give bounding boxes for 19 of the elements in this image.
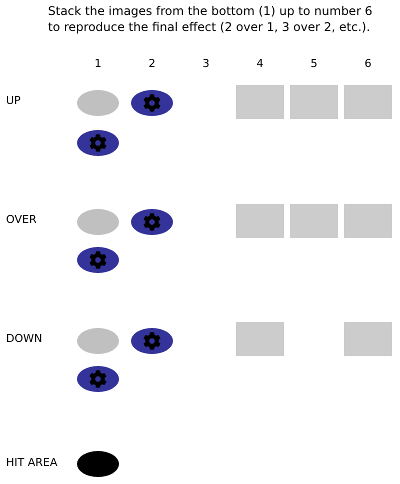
image-placeholder [290,204,338,238]
column-number: 4 [256,57,264,71]
row-label: OVER [6,213,37,227]
instruction-text: Stack the images from the bottom (1) up to number 6 to reproduce the final effect (2 over 1, 3 over 2, etc.). [48,3,374,35]
row-label: UP [6,94,21,108]
image-placeholder [344,322,392,356]
column-number: 6 [364,57,372,71]
column-number: 5 [310,57,318,71]
image-placeholder [344,204,392,238]
row-label: DOWN [6,332,42,346]
row-label: HIT AREA [6,456,58,470]
image-placeholder [290,85,338,119]
image-placeholder [236,322,284,356]
column-number: 1 [94,57,102,71]
column-number: 3 [202,57,210,71]
image-placeholder [344,85,392,119]
image-placeholder [236,85,284,119]
column-number: 2 [148,57,156,71]
image-placeholder [236,204,284,238]
